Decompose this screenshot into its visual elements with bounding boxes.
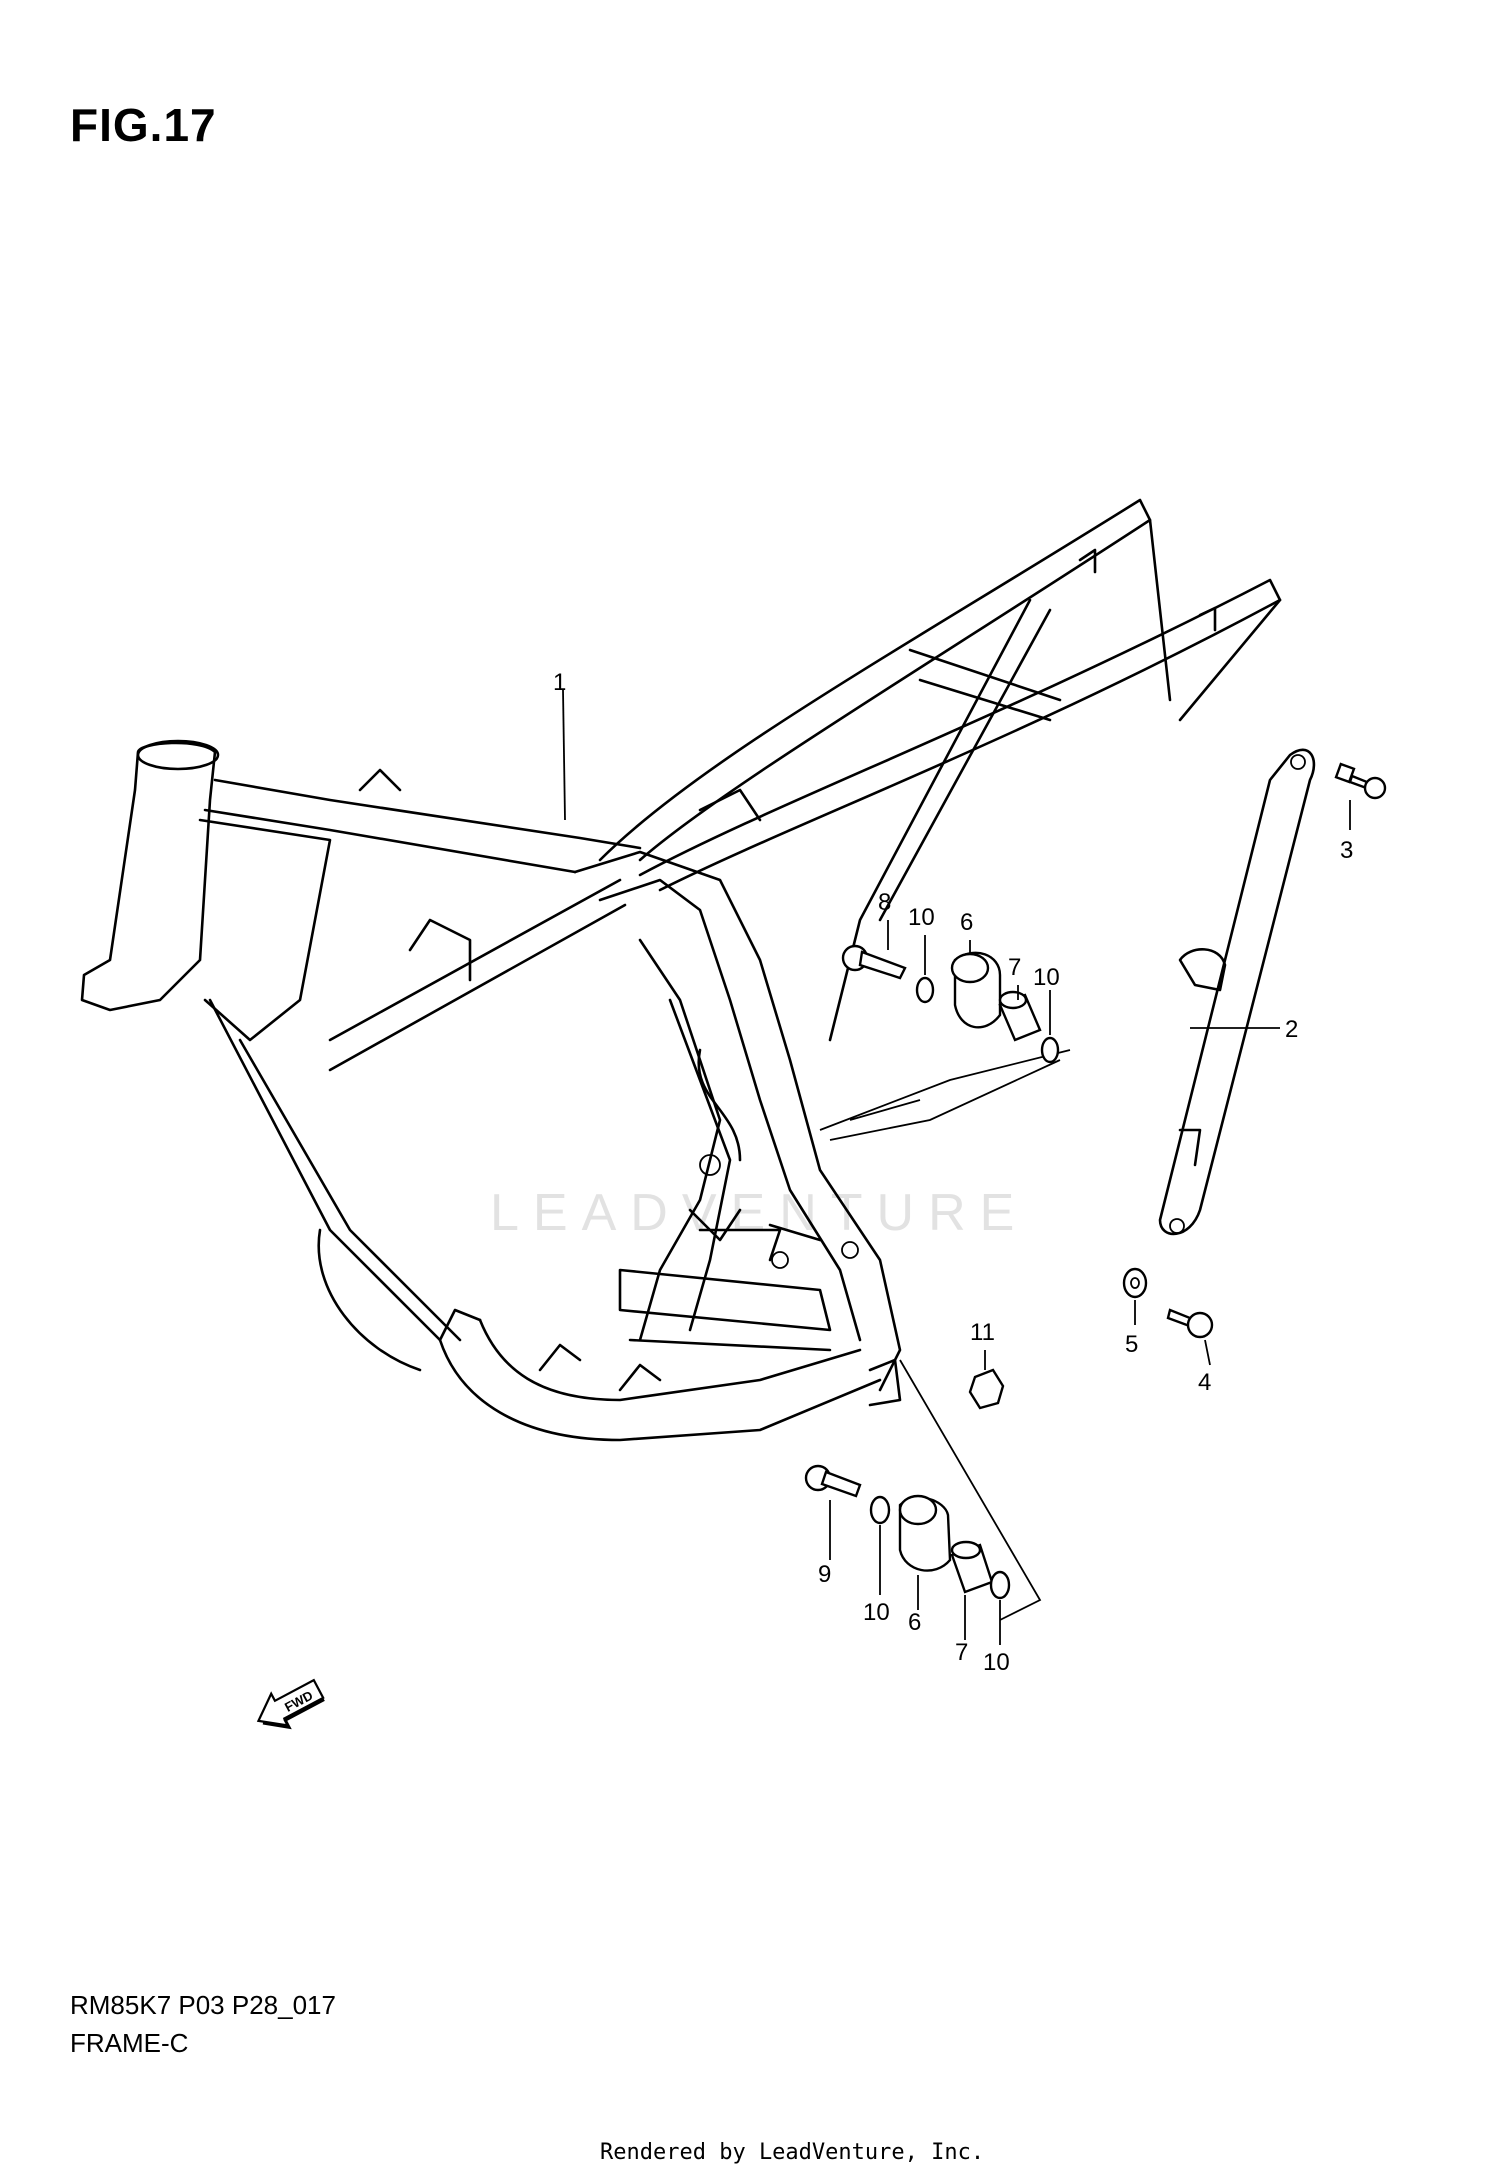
callout-1: 1 xyxy=(553,669,566,696)
callout-4: 4 xyxy=(1198,1369,1211,1396)
part-6-bushing-upper xyxy=(950,951,1002,1029)
callout-9: 9 xyxy=(818,1561,831,1588)
callout-5: 5 xyxy=(1125,1331,1138,1358)
part-10-washer-lower-1 xyxy=(869,1495,891,1525)
leader-lines xyxy=(562,689,1351,1645)
model-code: RM85K7 P03 P28_017 xyxy=(70,1990,336,2020)
part-7-collar-upper xyxy=(998,990,1042,1042)
part-4-bolt xyxy=(1166,1308,1214,1339)
section-name: FRAME-C xyxy=(70,2028,189,2058)
callout-10-upper-1: 10 xyxy=(908,904,935,931)
render-credit: Rendered by LeadVenture, Inc. xyxy=(600,2140,985,2165)
part-10-washer-upper-1 xyxy=(915,976,935,1004)
part-2-subframe-stay xyxy=(1158,748,1316,1236)
frame-assembly xyxy=(80,498,1282,1442)
callout-10-lower-1: 10 xyxy=(863,1599,890,1626)
callout-10-lower-2: 10 xyxy=(983,1649,1010,1676)
callout-2: 2 xyxy=(1285,1016,1298,1043)
part-8-bolt xyxy=(841,944,907,980)
callout-8: 8 xyxy=(878,889,891,916)
figure-title: FIG.17 xyxy=(70,99,217,151)
part-6-bushing-lower xyxy=(898,1494,952,1572)
callout-7-upper: 7 xyxy=(1008,954,1021,981)
part-9-bolt xyxy=(804,1464,862,1498)
callout-6-lower: 6 xyxy=(908,1609,921,1636)
callout-10-upper-2: 10 xyxy=(1033,964,1060,991)
fwd-arrow-icon: FWD xyxy=(256,1678,325,1730)
part-3-bolt xyxy=(1334,762,1387,800)
part-5-washer xyxy=(1122,1267,1148,1299)
callout-11: 11 xyxy=(970,1319,995,1346)
part-10-washer-upper-2 xyxy=(1040,1036,1060,1064)
part-11-nut xyxy=(968,1368,1005,1410)
watermark: LEADVENTURE xyxy=(490,1184,1028,1242)
part-10-washer-lower-2 xyxy=(989,1570,1011,1600)
callout-7-lower: 7 xyxy=(955,1639,968,1666)
callout-3: 3 xyxy=(1340,837,1353,864)
callout-6-upper: 6 xyxy=(960,909,973,936)
part-7-collar-lower xyxy=(950,1540,994,1594)
